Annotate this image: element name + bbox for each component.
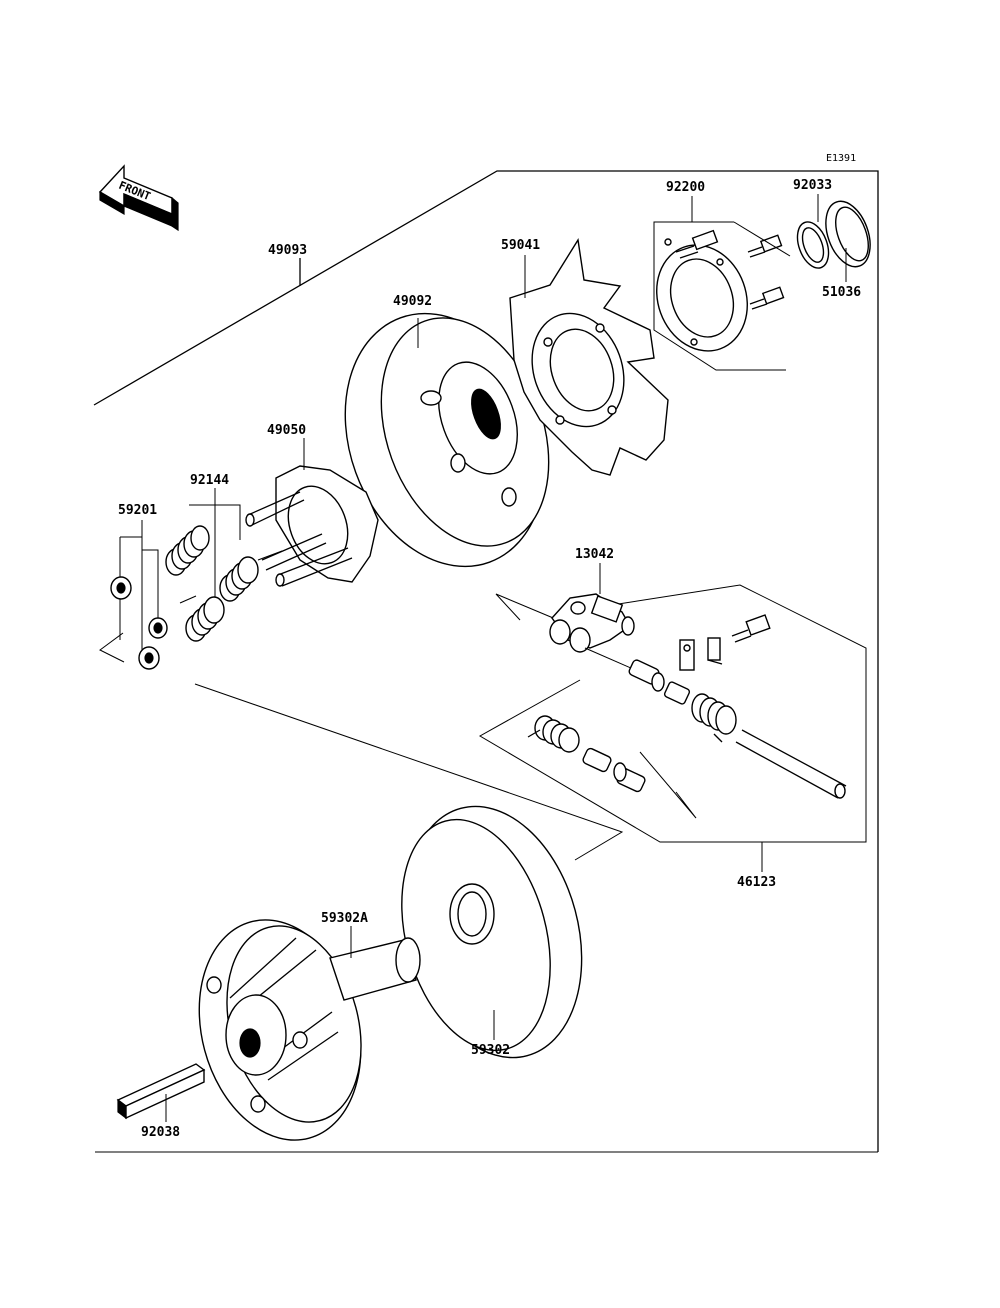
sheave-59302A — [198, 919, 421, 1141]
label-92033: 92033 — [793, 178, 832, 193]
spring-right — [691, 693, 737, 743]
label-46123: 46123 — [737, 875, 776, 890]
label-59201: 59201 — [118, 503, 157, 518]
label-51036: 51036 — [822, 285, 861, 300]
roller-arm-kit-46123 — [478, 584, 867, 872]
bolt-kit-92200 — [653, 196, 791, 371]
label-92038: 92038 — [141, 1125, 180, 1140]
label-49092: 49092 — [393, 294, 432, 309]
spring-3 — [185, 596, 225, 642]
spider-plate-59041 — [509, 238, 669, 476]
spring-2 — [219, 556, 259, 602]
spring-left — [527, 715, 580, 753]
label-49093: 49093 — [268, 243, 307, 258]
roller-arm-13042 — [549, 563, 635, 653]
bushing-51036 — [825, 200, 871, 282]
diagram-code: E1391 — [826, 153, 856, 164]
label-59302: 59302 — [471, 1043, 510, 1058]
key-92038 — [116, 1063, 206, 1122]
assembly-outline-49093 — [93, 170, 879, 1152]
label-49050: 49050 — [267, 423, 306, 438]
label-13042: 13042 — [575, 547, 614, 562]
label-92200: 92200 — [666, 180, 705, 195]
sheave-59302 — [401, 805, 583, 1059]
snap-ring-92033 — [796, 194, 830, 269]
bushing-set-59201 — [99, 520, 168, 670]
label-59302A: 59302A — [321, 911, 368, 926]
hub-49050 — [245, 438, 379, 587]
movable-sheave-49092 — [344, 312, 550, 568]
roller-pin — [735, 729, 847, 799]
kit-small-parts — [527, 614, 847, 799]
spring-set-92144 — [165, 488, 283, 642]
label-59041: 59041 — [501, 238, 540, 253]
front-arrow-icon: FRONT — [98, 164, 179, 232]
pointer-line-lower — [194, 683, 624, 861]
spring-1 — [165, 525, 210, 576]
label-92144: 92144 — [190, 473, 229, 488]
